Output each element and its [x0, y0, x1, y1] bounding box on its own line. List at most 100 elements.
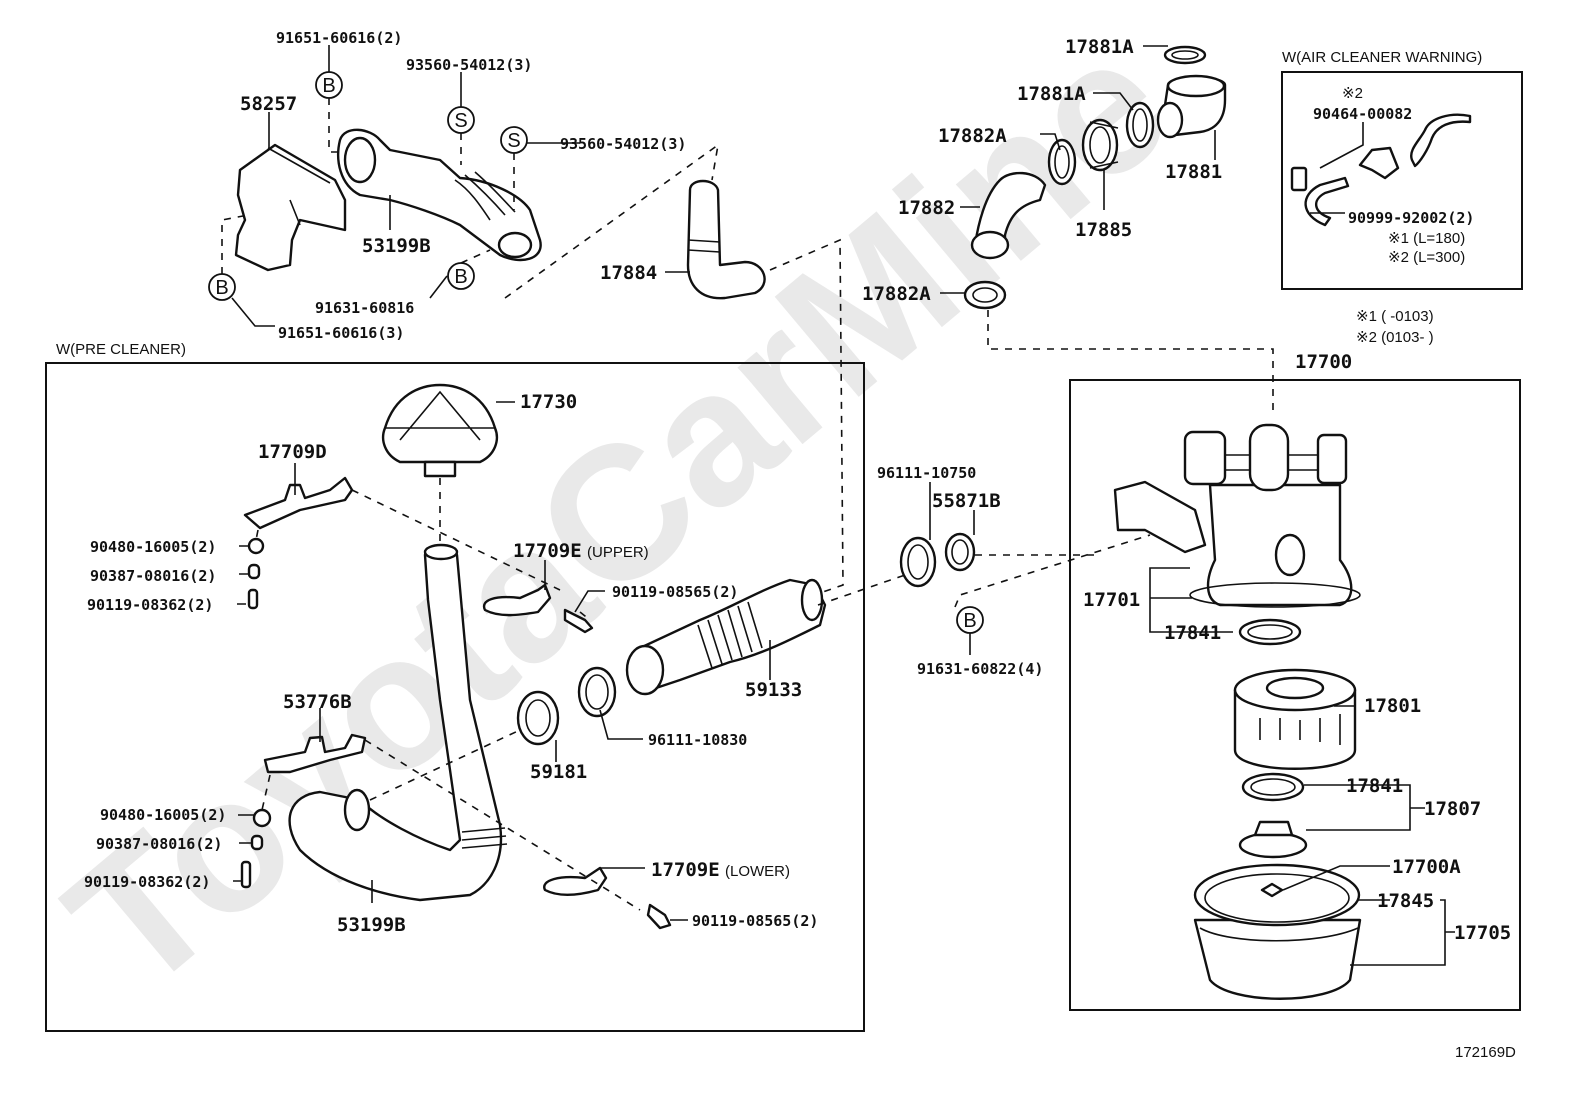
label-17700[interactable]: 17700 — [1295, 351, 1352, 373]
label-96111-10830[interactable]: 96111-10830 — [648, 731, 747, 749]
part-17730-pre-cleaner-cap[interactable] — [381, 383, 499, 478]
label-90999-92002-2[interactable]: 90999-92002(2) — [1348, 209, 1474, 227]
pre-cleaner-box — [45, 362, 865, 1032]
svg-text:S: S — [507, 130, 520, 152]
part-59181-grommet[interactable] — [516, 690, 560, 746]
label-53199B-upper[interactable]: 53199B — [362, 235, 431, 257]
label-90387-08016-a[interactable]: 90387-08016(2) — [90, 567, 216, 585]
label-17882[interactable]: 17882 — [898, 197, 955, 219]
label-17709D[interactable]: 17709D — [258, 441, 327, 463]
part-55871B-grommet[interactable] — [944, 532, 976, 572]
part-90387-08016-b[interactable] — [250, 834, 264, 851]
part-17882-hose[interactable] — [970, 171, 1047, 260]
part-90480-16005-nut-a[interactable] — [247, 537, 265, 555]
label-17730[interactable]: 17730 — [520, 391, 577, 413]
part-58257-duct[interactable] — [234, 143, 347, 272]
part-17709D-bracket[interactable] — [243, 476, 354, 530]
note-mark-2: ※2 — [1342, 85, 1363, 102]
label-59133[interactable]: 59133 — [745, 679, 802, 701]
label-17700A[interactable]: 17700A — [1392, 856, 1461, 878]
part-17807-wing-nut[interactable] — [1238, 820, 1308, 859]
label-17884[interactable]: 17884 — [600, 262, 657, 284]
label-17881A-mid[interactable]: 17881A — [1017, 83, 1086, 105]
label-91651-60616-2[interactable]: 91651-60616(2) — [276, 29, 402, 47]
label-17881A-top[interactable]: 17881A — [1065, 36, 1134, 58]
part-90387-08016-a[interactable] — [247, 563, 261, 580]
part-17884-hose[interactable] — [686, 179, 766, 300]
label-17881[interactable]: 17881 — [1165, 161, 1222, 183]
part-96111-10830-clamp[interactable] — [577, 666, 617, 718]
label-96111-10750[interactable]: 96111-10750 — [877, 464, 976, 482]
label-17709E-lower[interactable]: 17709E — [651, 859, 720, 881]
label-17705[interactable]: 17705 — [1454, 922, 1511, 944]
part-17801-filter-element[interactable] — [1233, 668, 1357, 770]
part-17885-coupler[interactable] — [1081, 118, 1119, 172]
label-58257[interactable]: 58257 — [240, 93, 297, 115]
air-cleaner-warning-box — [1281, 71, 1523, 290]
screw-symbol-1: S — [447, 106, 475, 134]
label-90119-08565-a[interactable]: 90119-08565(2) — [612, 583, 738, 601]
screw-symbol-2: S — [500, 126, 528, 154]
label-59181[interactable]: 59181 — [530, 761, 587, 783]
label-93560-54012-3-b[interactable]: 93560-54012(3) — [560, 135, 686, 153]
bolt-symbol-1: B — [315, 71, 343, 99]
part-90119-08362-bolt-a[interactable] — [247, 588, 259, 610]
part-90119-08362-bolt-b[interactable] — [240, 860, 252, 889]
part-53199B-intake-upper[interactable] — [337, 128, 542, 262]
label-90119-08565-b[interactable]: 90119-08565(2) — [692, 912, 818, 930]
part-90999-92002-hose[interactable] — [1304, 176, 1350, 227]
label-91631-60822-4[interactable]: 91631-60822(4) — [917, 660, 1043, 678]
label-53776B[interactable]: 53776B — [283, 691, 352, 713]
label-90464-00082[interactable]: 90464-00082 — [1313, 105, 1412, 123]
part-53199B-intake-lower[interactable] — [288, 543, 508, 902]
bolt-symbol-4: B — [956, 606, 984, 634]
svg-text:B: B — [454, 266, 467, 288]
label-17841-upper[interactable]: 17841 — [1164, 622, 1221, 644]
part-17881-elbow[interactable] — [1156, 74, 1227, 139]
part-90480-16005-nut-b[interactable] — [252, 808, 272, 828]
label-90119-08362-a[interactable]: 90119-08362(2) — [87, 596, 213, 614]
part-90119-08565-bolt-b[interactable] — [646, 903, 672, 930]
part-90464-00082-clip[interactable] — [1290, 166, 1308, 192]
part-17705-dust-cup[interactable] — [1193, 863, 1362, 1000]
label-90119-08362-b[interactable]: 90119-08362(2) — [84, 873, 210, 891]
part-96111-10750-clamp[interactable] — [899, 536, 937, 588]
bolt-symbol-2: B — [447, 262, 475, 290]
label-91631-60816[interactable]: 91631-60816 — [315, 299, 414, 317]
part-17882A-clamp-lower[interactable] — [963, 280, 1007, 310]
part-90119-08565-bolt-a[interactable] — [563, 608, 594, 634]
label-53199B-lower[interactable]: 53199B — [337, 914, 406, 936]
part-17701-air-cleaner-body[interactable] — [1113, 423, 1361, 608]
svg-text:B: B — [963, 610, 976, 632]
label-93560-54012-3-a[interactable]: 93560-54012(3) — [406, 56, 532, 74]
part-warning-switch[interactable] — [1358, 146, 1400, 180]
part-17700A-wing-bolt[interactable] — [1260, 882, 1284, 898]
part-17882A-clamp-upper[interactable] — [1047, 138, 1077, 186]
label-17801[interactable]: 17801 — [1364, 695, 1421, 717]
part-warning-hose-s[interactable] — [1410, 113, 1472, 168]
part-17841-gasket-lower[interactable] — [1241, 772, 1305, 802]
label-90387-08016-b[interactable]: 90387-08016(2) — [96, 835, 222, 853]
label-55871B[interactable]: 55871B — [932, 490, 1001, 512]
part-17709E-lower-clamp[interactable] — [543, 866, 608, 897]
label-17709E-upper[interactable]: 17709E — [513, 540, 582, 562]
part-17841-gasket-upper[interactable] — [1238, 618, 1302, 646]
label-17882A-upper[interactable]: 17882A — [938, 125, 1007, 147]
label-17885[interactable]: 17885 — [1075, 219, 1132, 241]
label-17845[interactable]: 17845 — [1377, 890, 1434, 912]
part-53776B-bracket[interactable] — [263, 733, 367, 774]
part-17881A-clamp-top[interactable] — [1163, 45, 1207, 65]
part-59133-hose[interactable] — [625, 578, 827, 696]
part-17881A-clamp-mid[interactable] — [1125, 101, 1155, 149]
label-91651-60616-3[interactable]: 91651-60616(3) — [278, 324, 404, 342]
label-17841-lower[interactable]: 17841 — [1346, 775, 1403, 797]
warning-box-title: W(AIR CLEANER WARNING) — [1282, 49, 1482, 66]
label-17882A-lower[interactable]: 17882A — [862, 283, 931, 305]
label-17701[interactable]: 17701 — [1083, 589, 1140, 611]
label-90480-16005-b[interactable]: 90480-16005(2) — [100, 806, 226, 824]
pre-cleaner-box-title: W(PRE CLEANER) — [56, 341, 186, 358]
label-17807[interactable]: 17807 — [1424, 798, 1481, 820]
label-90480-16005-a[interactable]: 90480-16005(2) — [90, 538, 216, 556]
